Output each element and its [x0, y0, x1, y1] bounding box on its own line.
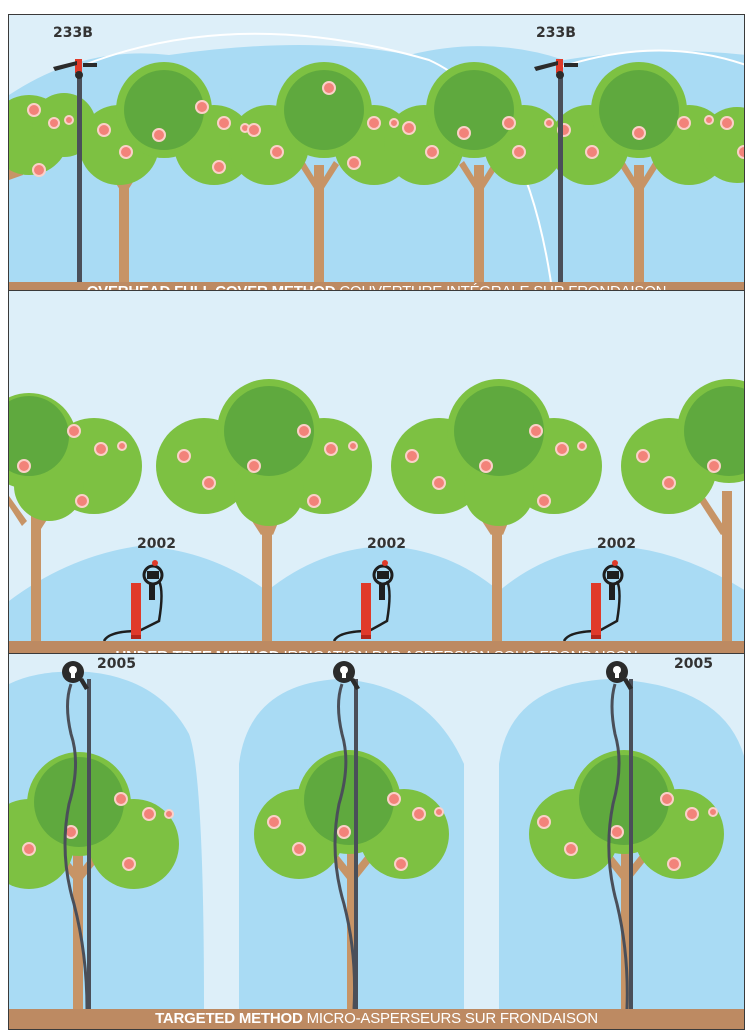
method-caption: TARGETED METHOD MICRO-ASPERSEURS SUR FRO… — [9, 1009, 744, 1029]
under-tree-sprinkler-icon — [127, 559, 167, 639]
under-tree-sprinkler-icon — [357, 559, 397, 639]
impact-sprinkler-icon — [49, 55, 109, 85]
sprinkler-model-label: 2002 — [137, 536, 176, 552]
under-tree-panel: 2002 2002 2002 UNDER-TREE METHOD IRRIGAT… — [8, 290, 745, 668]
method-description: MICRO-ASPERSEURS SUR FRONDAISON — [307, 1010, 598, 1027]
targeted-panel: 2005 2005 TARGETED METHOD MICRO-ASPERSEU… — [8, 653, 745, 1030]
micro-sprinkler-icon — [59, 658, 95, 698]
sprinkler-model-label: 233B — [53, 25, 93, 41]
overhead-panel: 233B 233B OVERHEAD FULL COVER METHOD COU… — [8, 14, 745, 303]
sprinkler-model-label: 2005 — [674, 656, 713, 672]
micro-sprinkler-icon — [330, 658, 366, 698]
sprinkler-model-label: 2002 — [367, 536, 406, 552]
micro-sprinkler-icon — [603, 658, 639, 698]
sprinkler-model-label: 233B — [536, 25, 576, 41]
targeted-illustration — [9, 654, 745, 1030]
sprinkler-model-label: 2005 — [97, 656, 136, 672]
overhead-illustration — [9, 15, 745, 303]
method-title: TARGETED METHOD — [155, 1010, 303, 1027]
impact-sprinkler-icon — [530, 55, 590, 85]
under-tree-sprinkler-icon — [587, 559, 627, 639]
sprinkler-model-label: 2002 — [597, 536, 636, 552]
